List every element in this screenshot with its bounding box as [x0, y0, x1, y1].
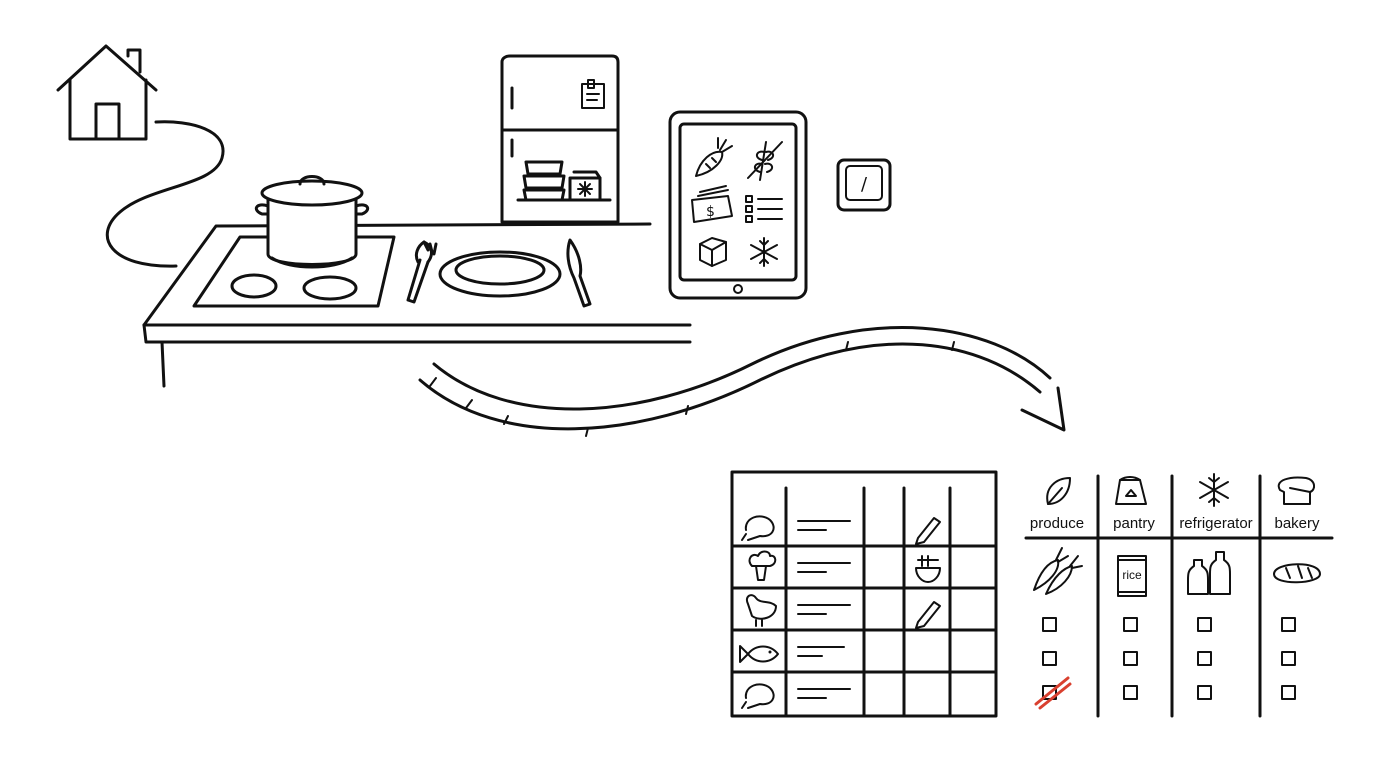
pencil-icon [915, 601, 941, 629]
checkbox-column-pantry [1123, 617, 1138, 700]
snowflake-icon [750, 237, 778, 267]
knife-icon [566, 238, 592, 308]
leaf-icon [1046, 477, 1071, 505]
kitchen-counter [142, 222, 692, 388]
curved-flow-arrow [418, 326, 1066, 437]
fork-icon [406, 240, 438, 304]
category-label-refrigerator: refrigerator [1179, 515, 1252, 532]
checkbox[interactable] [1197, 685, 1212, 700]
checkbox[interactable] [1281, 617, 1296, 632]
checkbox[interactable] [1042, 617, 1057, 632]
cooktop [192, 235, 396, 308]
broccoli-icon [748, 550, 777, 581]
checkbox[interactable] [1281, 685, 1296, 700]
plate-icon [438, 250, 562, 298]
svg-text:rice: rice [1122, 568, 1142, 582]
checkbox[interactable] [1123, 617, 1138, 632]
chicken-leg-icon [741, 515, 775, 541]
flour-bag-icon [1115, 476, 1147, 505]
no-wheat-icon [747, 141, 783, 181]
money-icon: $ [691, 185, 733, 223]
meal-plan-grid [730, 470, 998, 718]
checkbox[interactable] [1042, 651, 1057, 666]
refrigerator-icon [500, 54, 620, 224]
hen-icon [746, 594, 777, 627]
tablet-app[interactable]: $ [668, 110, 808, 300]
category-label-produce: produce [1030, 515, 1084, 532]
carrots-icon [1033, 547, 1083, 595]
carrot-icon [695, 137, 733, 177]
rice-bag-icon: rice [1117, 555, 1147, 597]
pencil-icon [915, 517, 941, 545]
category-label-bakery: bakery [1274, 515, 1320, 532]
checkbox[interactable] [1197, 651, 1212, 666]
bread-loaf-icon [1277, 476, 1316, 505]
ice-cube-icon [699, 237, 727, 267]
noodle-bowl-icon [915, 555, 941, 583]
chicken-leg-icon [741, 683, 775, 709]
checkbox-column-refrigerator [1197, 617, 1212, 700]
svg-text:/: / [861, 174, 868, 195]
house-icon [56, 44, 158, 141]
checkbox[interactable] [1123, 651, 1138, 666]
category-label-pantry: pantry [1113, 515, 1155, 532]
checkbox-column-bakery [1281, 617, 1296, 700]
key-cap-icon: / [836, 158, 892, 212]
snowflake-icon [1199, 473, 1229, 507]
checkbox[interactable] [1123, 685, 1138, 700]
power-cord [105, 120, 225, 268]
svg-text:$: $ [706, 204, 715, 220]
red-check-mark [1034, 676, 1072, 710]
checklist-icon [745, 195, 783, 223]
bread-icon [1273, 563, 1321, 584]
fish-icon [739, 645, 779, 663]
checkbox[interactable] [1197, 617, 1212, 632]
cooking-pot-icon [254, 175, 370, 269]
shopping-list-table: produce pantry refrigerator bakery rice [1024, 473, 1334, 718]
checkbox[interactable] [1281, 651, 1296, 666]
milk-bottles-icon [1187, 551, 1231, 595]
checkbox-column-produce [1042, 617, 1057, 700]
